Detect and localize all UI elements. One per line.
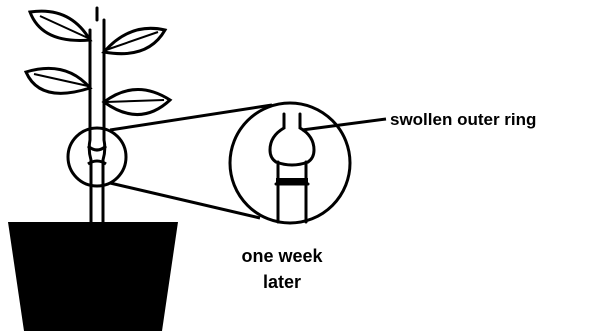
leaf-middle-left bbox=[26, 68, 90, 93]
stem-highlight-circle bbox=[68, 128, 126, 186]
label-time-line2: later bbox=[263, 272, 301, 292]
magnified-view-circle bbox=[230, 103, 350, 223]
plant-pot bbox=[8, 222, 178, 331]
magnified-girdle-band bbox=[276, 178, 308, 185]
label-swollen-outer-ring: swollen outer ring bbox=[390, 110, 536, 129]
label-time-line1: one week bbox=[241, 246, 323, 266]
plant-leaves bbox=[26, 11, 170, 114]
